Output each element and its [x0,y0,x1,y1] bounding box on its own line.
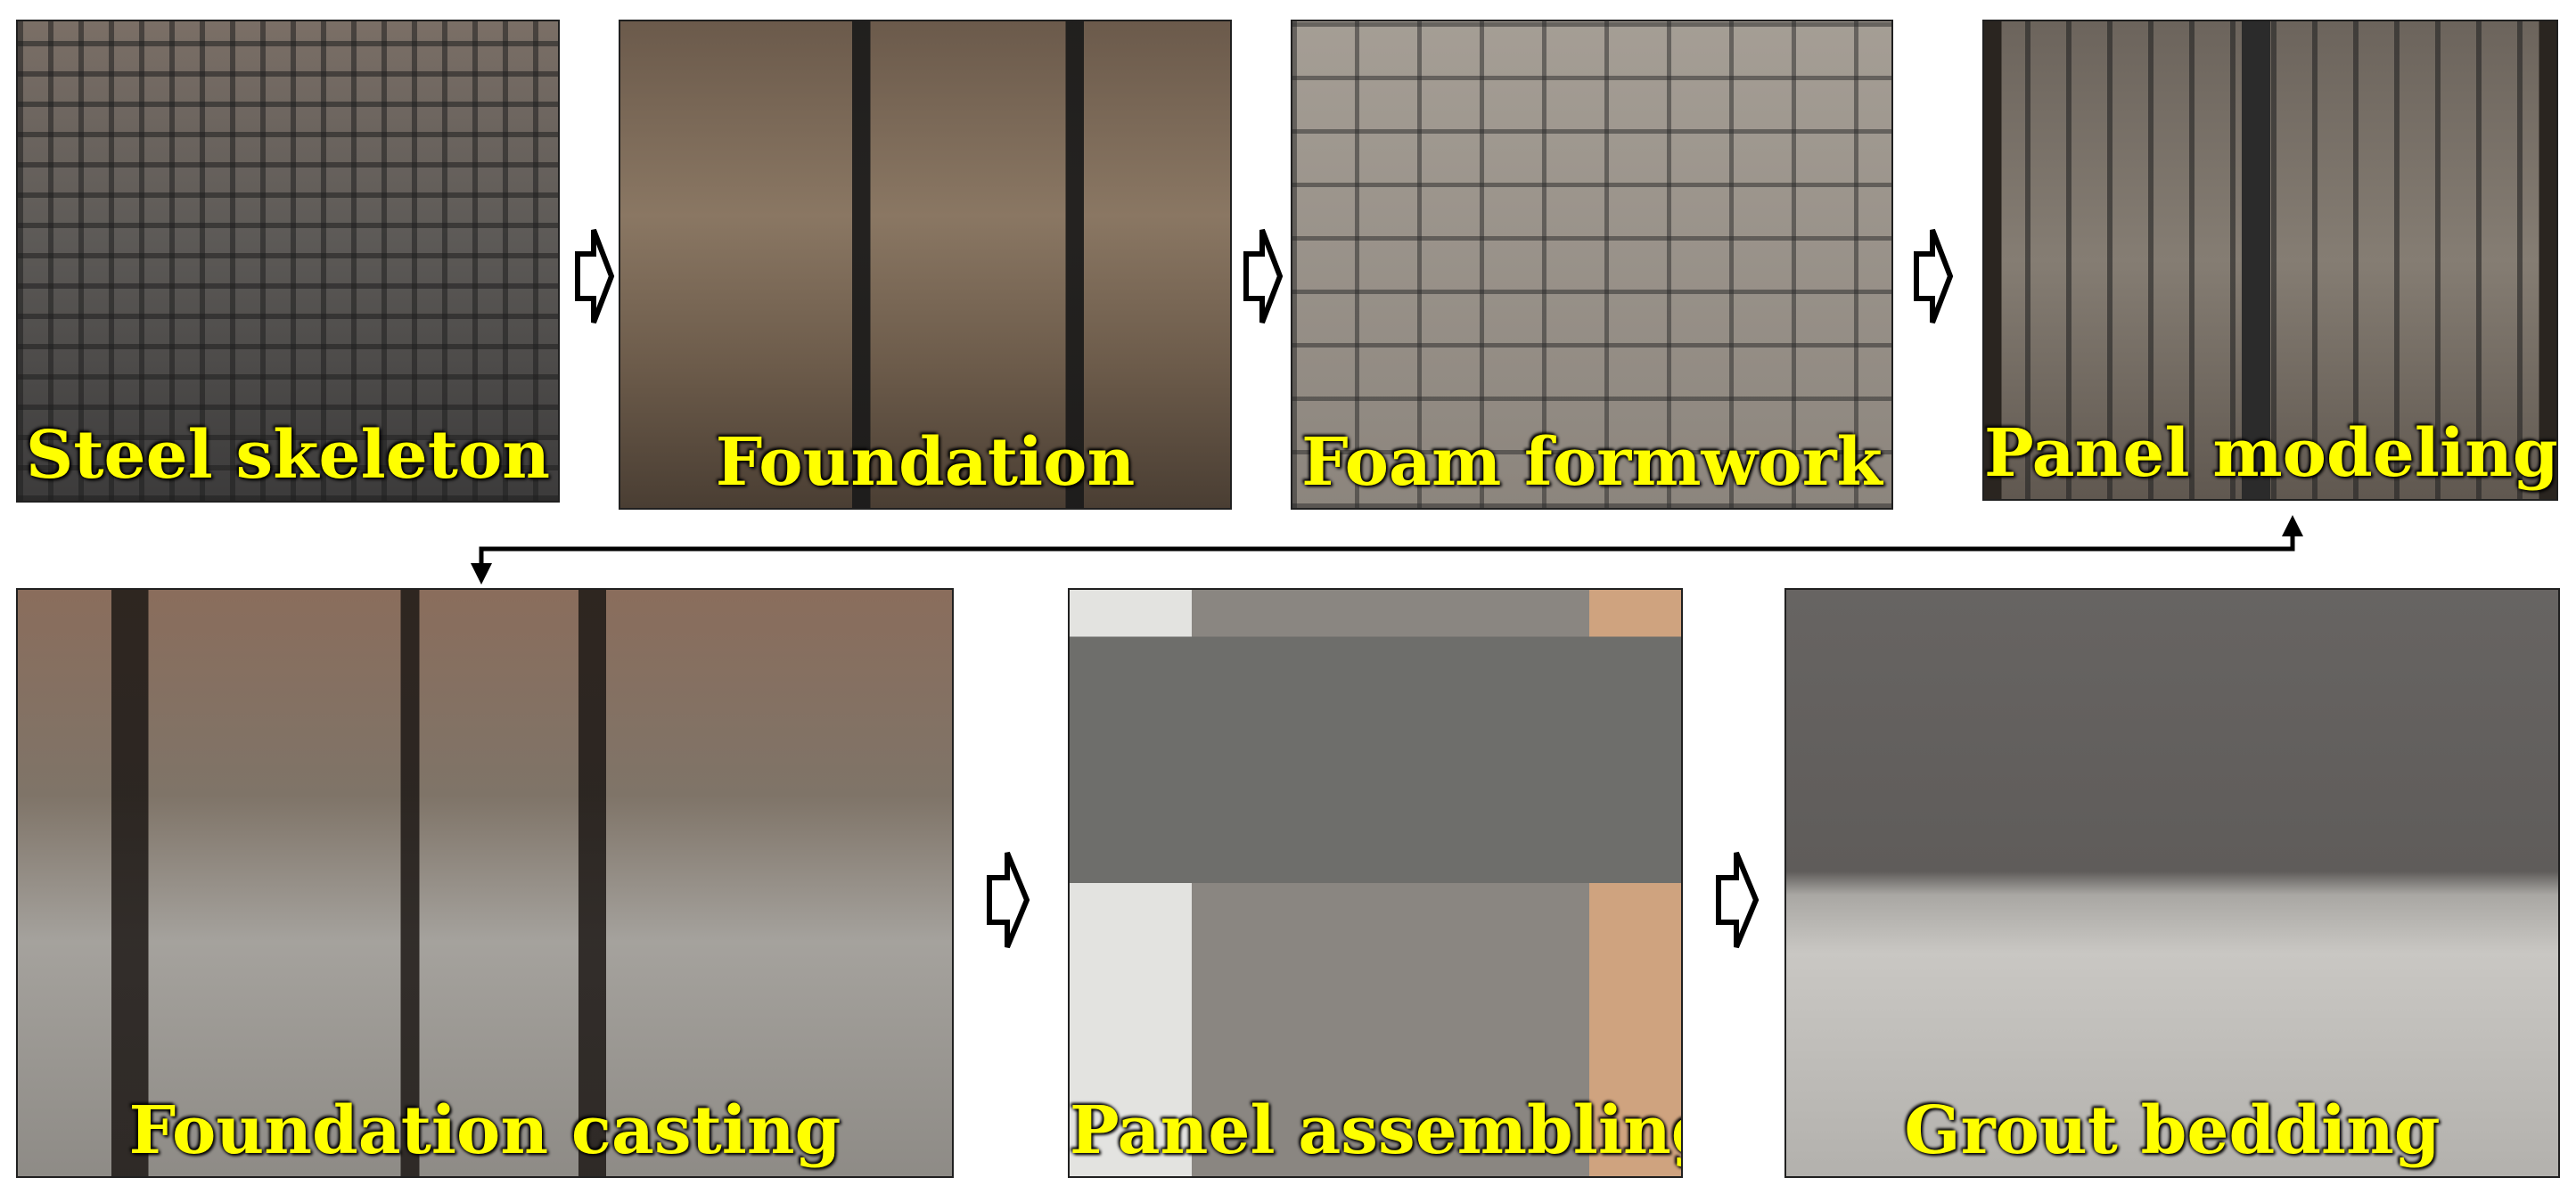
arrow-right-icon [1243,228,1284,324]
grout-bedding-photo [1786,590,2558,1176]
arrow-right-icon [1716,851,1760,949]
panel-assembling-photo [1070,590,1681,1176]
foundation-photo [620,21,1230,508]
caption-panel-assembling: Panel assembling [1070,1092,1683,1169]
arrow-right-icon [575,228,615,324]
photo-panel-assembling: Panel assembling [1068,588,1683,1178]
arrow-right-icon [1914,228,1954,324]
photo-foundation-casting: Foundation casting [16,588,954,1178]
photo-grout-bedding: Grout bedding [1784,588,2560,1178]
connector-line [479,521,2295,579]
caption-panel-modeling: Panel modeling [1984,415,2558,492]
caption-foundation: Foundation [715,424,1136,501]
photo-steel-skeleton: Steel skeleton [16,20,560,503]
arrow-down-icon [471,563,492,585]
photo-panel-modeling: Panel modeling [1982,20,2558,501]
caption-grout-bedding: Grout bedding [1904,1092,2441,1169]
arrow-up-icon [2282,515,2303,536]
panel-modeling-photo [1984,21,2556,499]
photo-foam-formwork: Foam formwork [1291,20,1893,510]
steel-skeleton-photo [18,21,558,501]
photo-foundation: Foundation [619,20,1232,510]
caption-steel-skeleton: Steel skeleton [25,417,551,494]
caption-foundation-casting: Foundation casting [128,1092,841,1169]
caption-foam-formwork: Foam formwork [1301,424,1883,501]
foundation-casting-photo [18,590,952,1176]
arrow-right-icon [987,851,1030,949]
foam-formwork-photo [1292,21,1891,508]
